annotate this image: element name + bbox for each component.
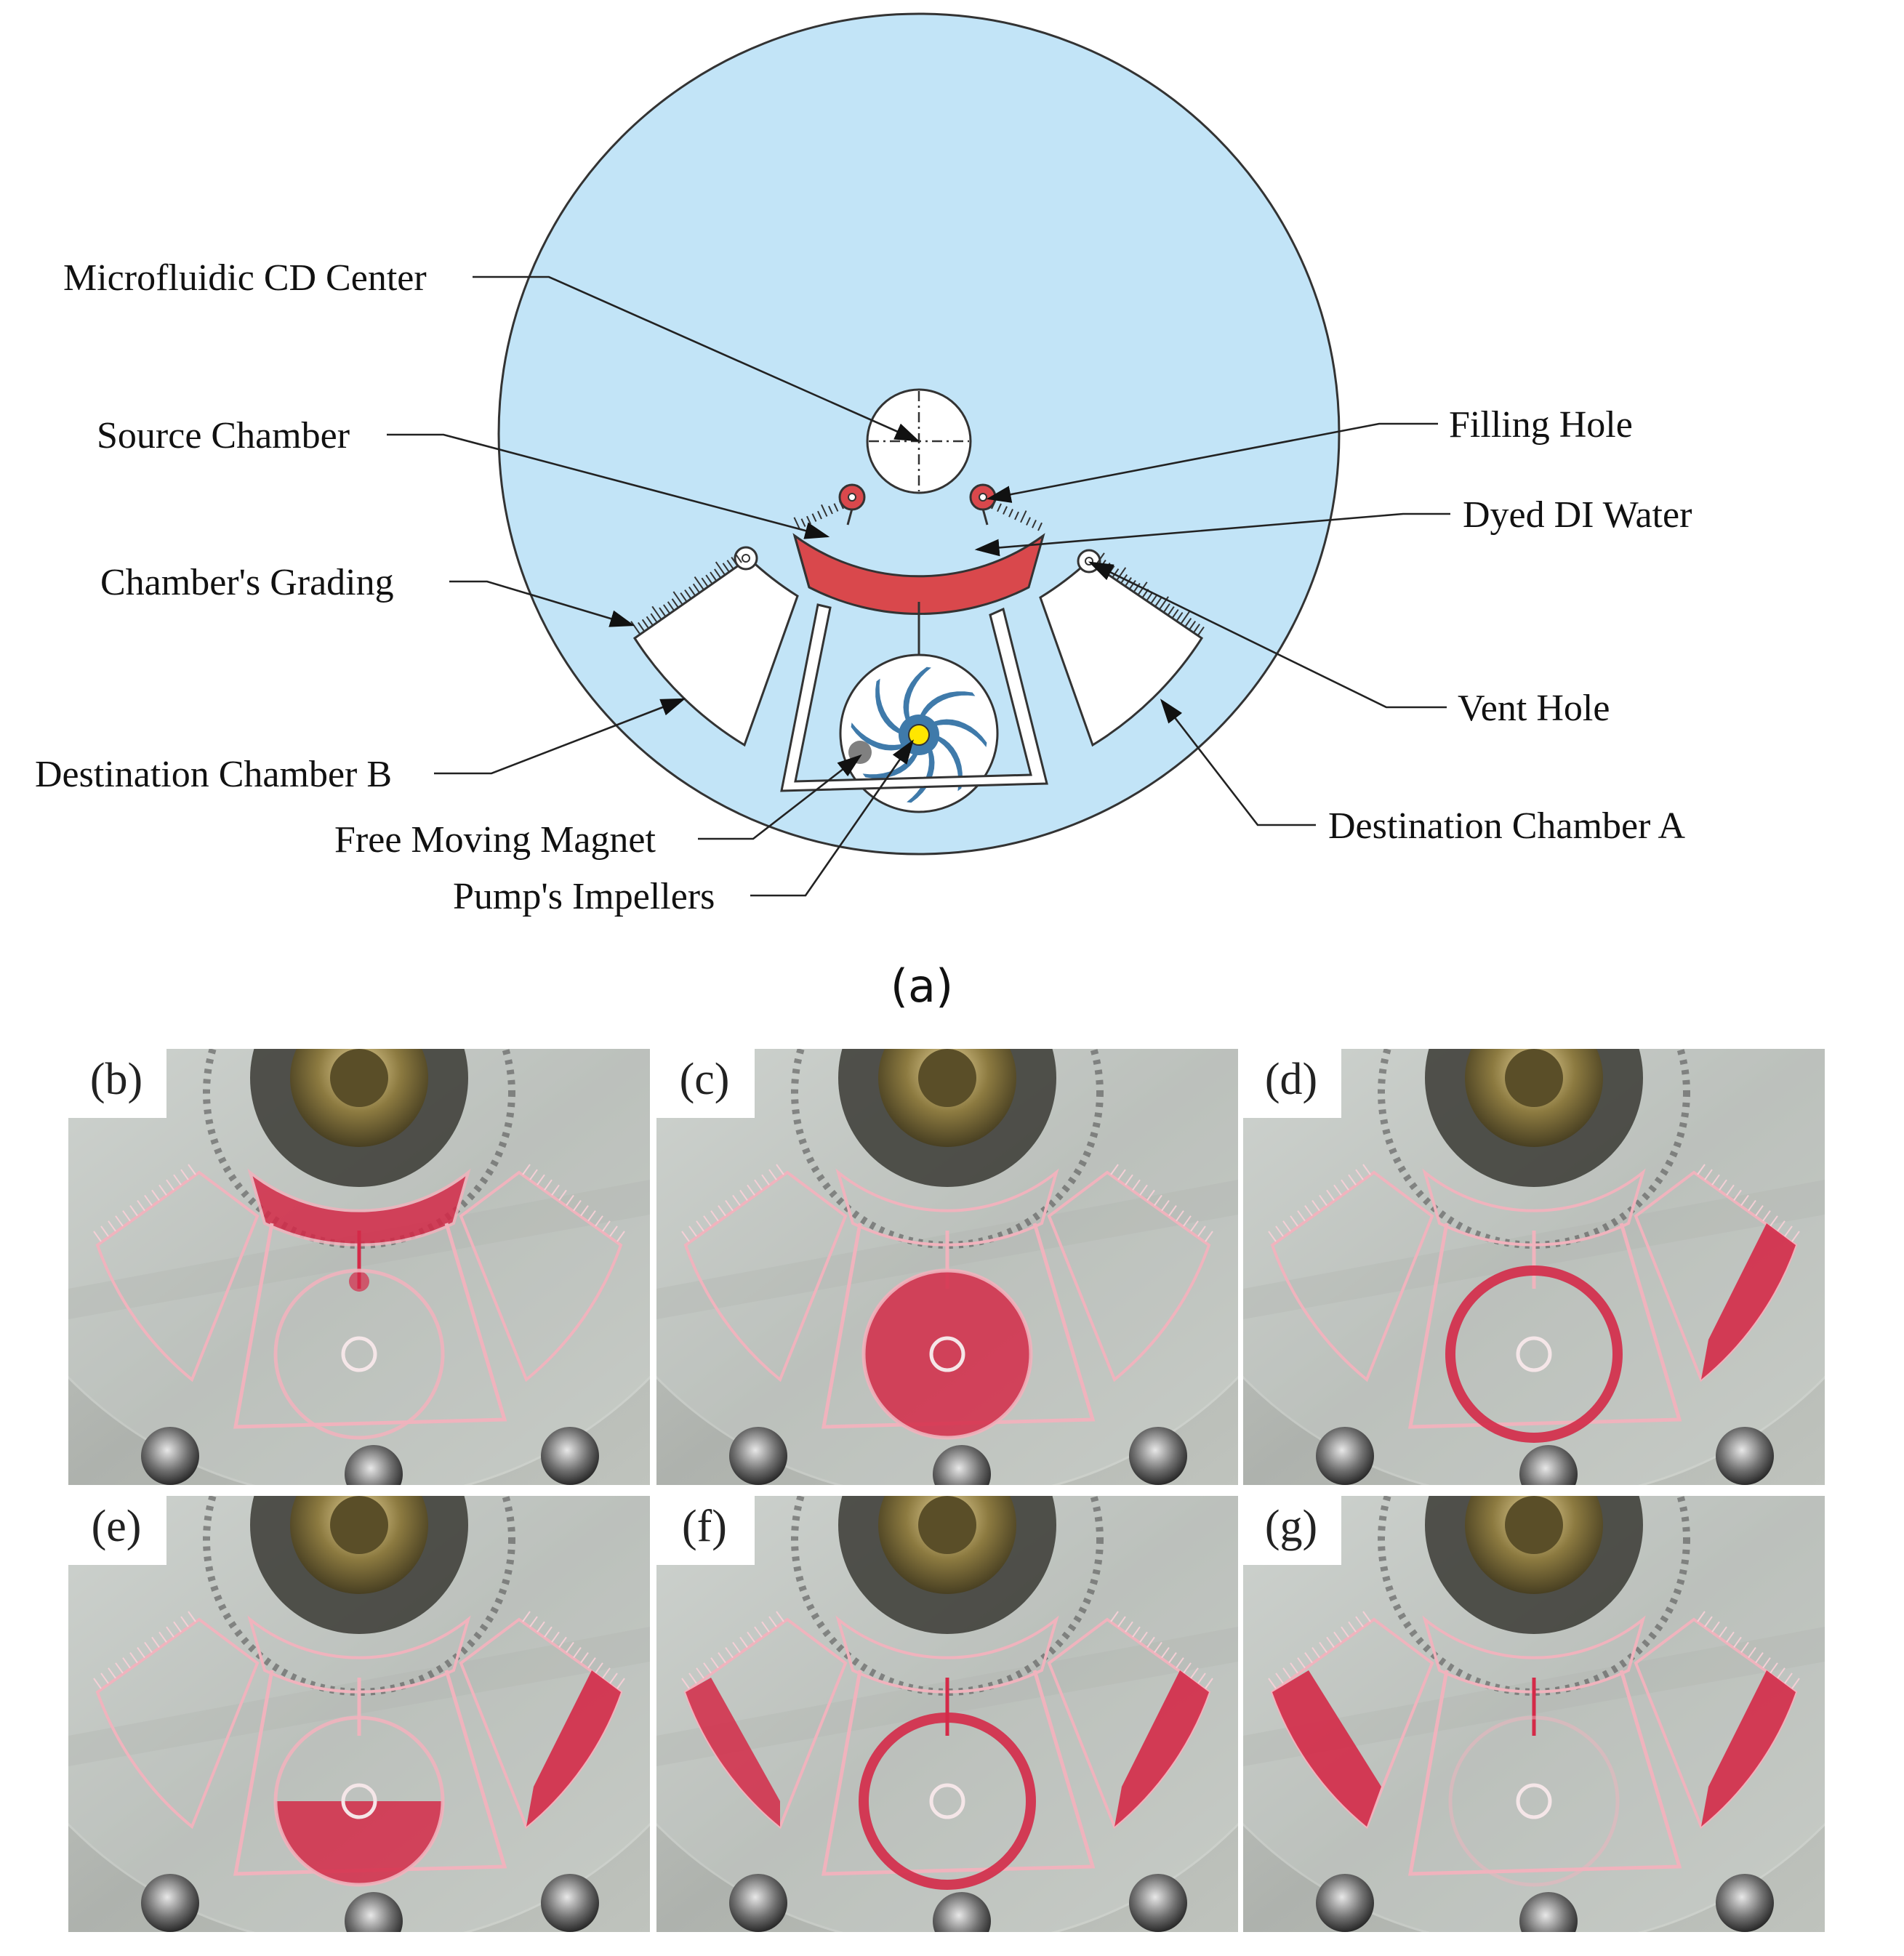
label-grading: Chamber's Grading bbox=[100, 562, 635, 627]
bolt bbox=[933, 1445, 991, 1485]
channel-left bbox=[780, 603, 1048, 792]
photo-panel: (g) bbox=[1243, 1496, 1825, 1932]
panel-label: (d) bbox=[1265, 1055, 1317, 1104]
svg-text:Microfluidic CD Center: Microfluidic CD Center bbox=[63, 257, 427, 299]
label-dyed-water: Dyed DI Water bbox=[974, 494, 1692, 557]
pump-chamber bbox=[273, 1715, 445, 1887]
impeller-blade bbox=[919, 691, 976, 720]
caption-a: (a) bbox=[891, 959, 953, 1013]
panel-label: (c) bbox=[680, 1055, 730, 1104]
svg-text:Free Moving Magnet: Free Moving Magnet bbox=[334, 819, 656, 861]
impeller-blade bbox=[930, 719, 987, 747]
label-vent-hole: Vent Hole bbox=[1088, 561, 1610, 729]
photo-panel: (e) bbox=[68, 1496, 650, 1932]
panel-label-box bbox=[656, 1496, 755, 1565]
photo-panel: (c) bbox=[656, 1049, 1238, 1485]
free-moving-magnet bbox=[848, 741, 872, 764]
pump-fluid bbox=[276, 1801, 443, 1885]
label-filling-hole: Filling Hole bbox=[986, 404, 1633, 503]
pump-hub bbox=[908, 724, 930, 746]
pump-fluid bbox=[864, 1271, 1031, 1438]
panel-label-box bbox=[656, 1049, 755, 1118]
svg-text:Pump's Impellers: Pump's Impellers bbox=[453, 876, 715, 917]
source-chamber bbox=[1422, 1615, 1646, 1694]
svg-text:Chamber's Grading: Chamber's Grading bbox=[100, 562, 394, 603]
bolt bbox=[345, 1445, 403, 1485]
fluid-dest-a bbox=[526, 1670, 621, 1827]
svg-text:Filling Hole: Filling Hole bbox=[1449, 404, 1633, 446]
bolt bbox=[1716, 1874, 1774, 1932]
photo-panel: (b) bbox=[68, 1049, 650, 1485]
pump-chamber bbox=[859, 1712, 1036, 1890]
bolt bbox=[1519, 1892, 1578, 1932]
fluid-dest-a bbox=[1701, 1670, 1796, 1827]
fluid-dest-b bbox=[1272, 1670, 1381, 1827]
source-chamber bbox=[247, 1168, 471, 1247]
panel-label-box bbox=[1243, 1049, 1341, 1118]
svg-text:Vent Hole: Vent Hole bbox=[1458, 688, 1610, 729]
bolt bbox=[1716, 1427, 1774, 1485]
fluid-dest-b bbox=[686, 1678, 780, 1827]
panel-label: (e) bbox=[92, 1502, 142, 1551]
destination-chamber-b bbox=[1270, 1170, 1434, 1383]
bolt bbox=[1316, 1427, 1374, 1485]
photo-panel: (d) bbox=[1243, 1049, 1825, 1485]
label-source-chamber: Source Chamber bbox=[97, 415, 830, 539]
panel-label: (f) bbox=[682, 1502, 727, 1551]
bolt bbox=[729, 1427, 787, 1485]
cd-diagram: Microfluidic CD Center Source Chamber Ch… bbox=[35, 12, 1692, 1013]
impeller-blade bbox=[903, 667, 931, 724]
bolt bbox=[933, 1892, 991, 1932]
source-chamber bbox=[835, 1168, 1059, 1247]
bolt bbox=[541, 1874, 599, 1932]
bolt bbox=[1316, 1874, 1374, 1932]
label-dest-a: Destination Chamber A bbox=[1160, 699, 1685, 847]
destination-chamber-b bbox=[95, 1617, 260, 1830]
svg-text:Destination Chamber A: Destination Chamber A bbox=[1328, 805, 1685, 847]
panel-label-box bbox=[1243, 1496, 1341, 1565]
impeller-blade bbox=[875, 678, 904, 735]
svg-text:Destination Chamber B: Destination Chamber B bbox=[35, 754, 392, 795]
bolt bbox=[141, 1874, 199, 1932]
bolt bbox=[729, 1874, 787, 1932]
destination-chamber-b bbox=[95, 1170, 260, 1383]
panel-label: (b) bbox=[90, 1055, 142, 1104]
panel-label: (g) bbox=[1265, 1502, 1317, 1551]
bolt bbox=[1129, 1427, 1187, 1485]
pump-chamber bbox=[861, 1268, 1033, 1440]
pump-chamber bbox=[1448, 1715, 1620, 1887]
bolt bbox=[541, 1427, 599, 1485]
bolt bbox=[345, 1892, 403, 1932]
source-chamber bbox=[247, 1615, 471, 1694]
photo-grid: (b) (c) (d) (e) (f) (g) bbox=[68, 1049, 1825, 1932]
label-magnet: Free Moving Magnet bbox=[334, 754, 862, 861]
pump-chamber bbox=[1445, 1265, 1623, 1443]
destination-chamber-b bbox=[630, 546, 799, 747]
label-dest-b: Destination Chamber B bbox=[35, 698, 686, 795]
impeller-blade bbox=[907, 746, 935, 803]
panel-label-box bbox=[68, 1049, 166, 1118]
source-chamber bbox=[835, 1615, 1059, 1694]
svg-text:Source Chamber: Source Chamber bbox=[97, 415, 350, 456]
bolt bbox=[1519, 1445, 1578, 1485]
fluid-dest-a bbox=[1701, 1223, 1796, 1380]
destination-chamber-b bbox=[683, 1170, 848, 1383]
svg-text:Dyed DI Water: Dyed DI Water bbox=[1463, 494, 1692, 536]
bolt bbox=[1129, 1874, 1187, 1932]
fluid-dest-a bbox=[1114, 1670, 1209, 1827]
label-impellers: Pump's Impellers bbox=[453, 739, 914, 917]
destination-chamber-a bbox=[459, 1170, 623, 1383]
bolt bbox=[141, 1427, 199, 1485]
source-chamber bbox=[792, 483, 1045, 615]
source-chamber bbox=[1422, 1168, 1646, 1247]
pump-chamber bbox=[273, 1268, 445, 1440]
photo-panel: (f) bbox=[656, 1496, 1238, 1932]
panel-label-box bbox=[68, 1496, 166, 1565]
cd-center-hole bbox=[866, 388, 972, 494]
label-cd-center: Microfluidic CD Center bbox=[63, 257, 920, 442]
destination-chamber-a bbox=[1047, 1170, 1211, 1383]
